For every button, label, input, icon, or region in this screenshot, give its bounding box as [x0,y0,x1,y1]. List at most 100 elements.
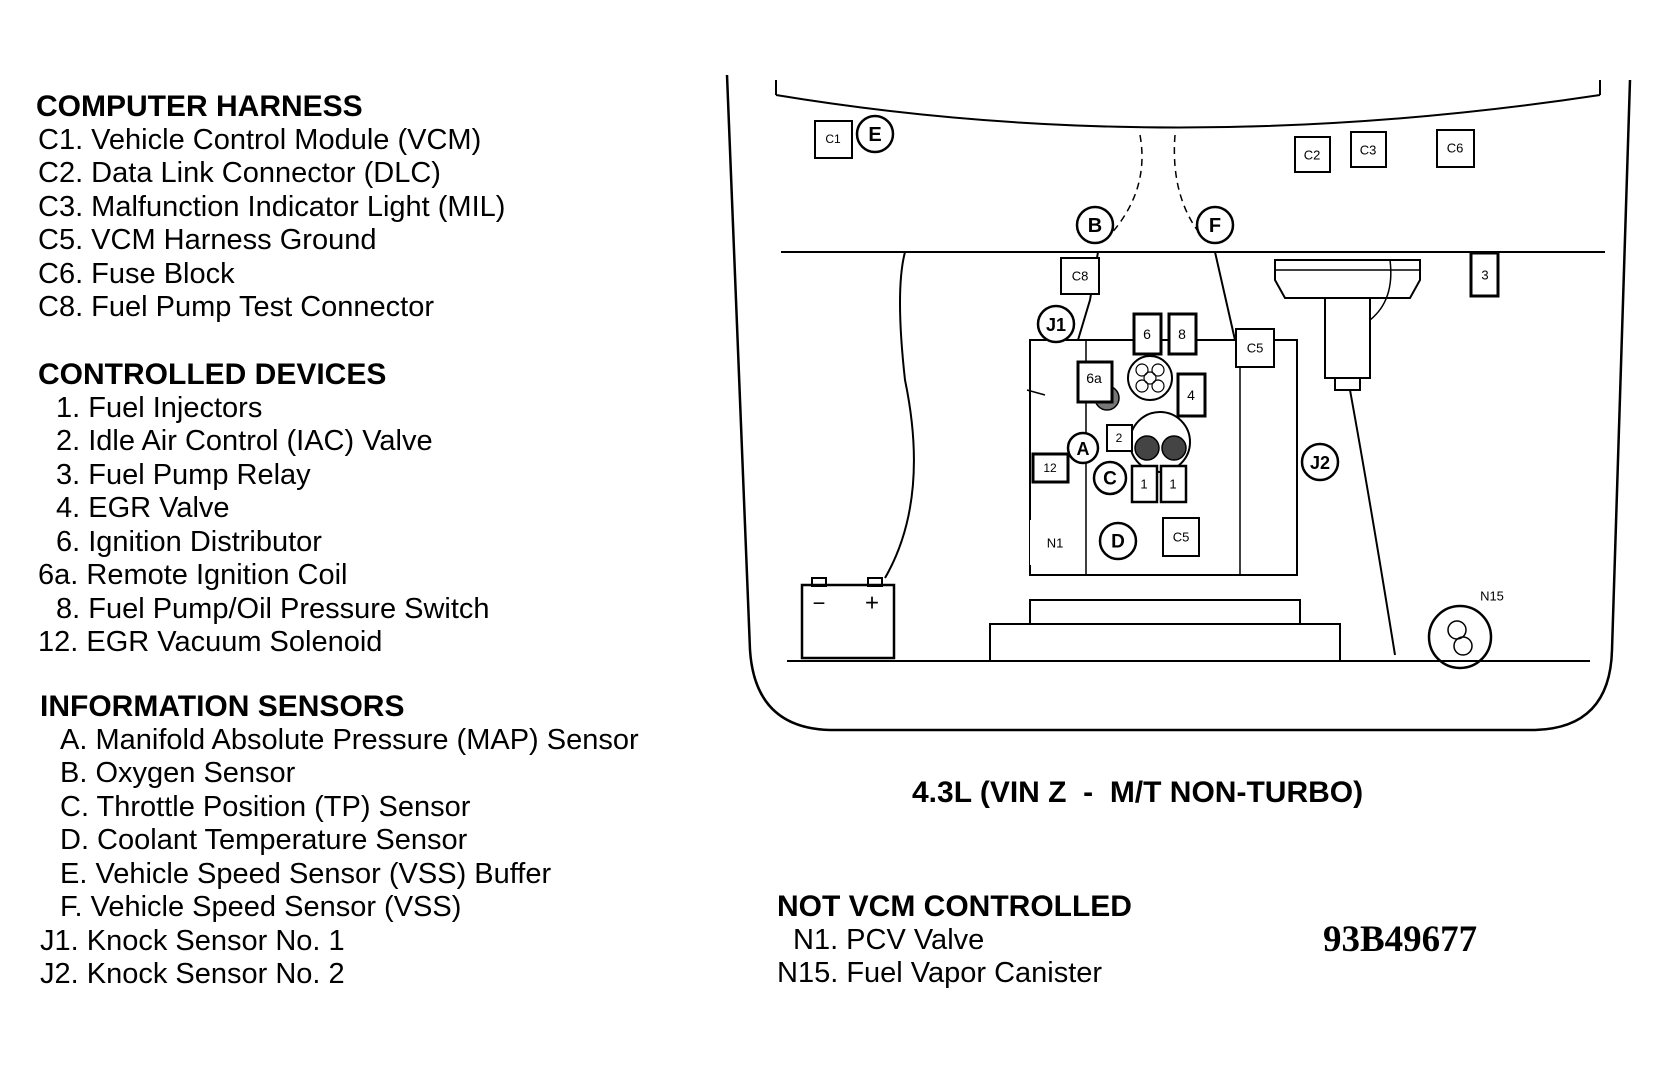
legend-item: 8. Fuel Pump/Oil Pressure Switch [56,592,490,625]
label-3: 3 [1481,268,1488,283]
label-c5-bottom: C5 [1173,530,1190,545]
sensor-b-circle [1075,205,1115,245]
c2-box [1294,136,1331,173]
legend-item: D. Coolant Temperature Sensor [60,824,468,856]
legend-item: C2. Data Link Connector (DLC) [38,157,441,189]
c8-box [1060,257,1100,295]
distributor-cap [1127,355,1173,401]
information-sensors-heading: INFORMATION SENSORS [40,690,405,723]
throttle-bore-right [1161,435,1187,461]
c5-top-box [1235,328,1275,368]
label-d: D [1111,532,1125,553]
label-n1: N1 [1047,536,1064,551]
fuel-pump-wire [1369,259,1392,321]
sensor-j1-circle [1036,304,1076,344]
egr-4-box [1176,372,1207,418]
controlled-devices-legend: CONTROLLED DEVICES 1. Fuel Injectors 2. … [38,358,490,660]
document-id: 93B49677 [1323,919,1478,960]
legend-item: J2. Knock Sensor No. 2 [40,958,345,990]
legend-item: F. Vehicle Speed Sensor (VSS) [60,891,462,923]
sensor-d-circle [1098,521,1138,561]
legend-item: C6. Fuse Block [38,257,235,290]
label-c1: C1 [825,132,841,146]
fuel-line [1349,389,1396,656]
legend-item: 1. Fuel Injectors [56,391,263,424]
controlled-devices-heading: CONTROLLED DEVICES [38,358,387,391]
not-vcm-controlled-heading: NOT VCM CONTROLLED [777,890,1132,923]
legend-item: N15. Fuel Vapor Canister [777,957,1103,989]
iac-2-box [1106,424,1133,452]
legend-item: 6a. Remote Ignition Coil [38,559,348,591]
information-sensors-legend: INFORMATION SENSORS A. Manifold Absolute… [40,690,639,992]
legend-item: 4. EGR Valve [56,492,230,524]
label-1b: 1 [1169,477,1176,492]
label-j2: J2 [1310,453,1330,473]
throttle-bore-left [1134,435,1160,461]
radiator-bottom [989,623,1341,662]
label-c3: C3 [1360,143,1377,158]
label-c6: C6 [1447,141,1464,156]
computer-harness-legend: COMPUTER HARNESS C1. Vehicle Control Mod… [36,90,505,325]
battery-body [800,583,896,660]
not-vcm-controlled-legend: NOT VCM CONTROLLED N1. PCV Valve N15. Fu… [777,890,1132,991]
legend-item: E. Vehicle Speed Sensor (VSS) Buffer [60,857,552,890]
label-2: 2 [1116,431,1123,445]
harness-dashed-left [1109,134,1143,236]
legend-item: N1. PCV Valve [793,923,985,956]
distributor-6-box [1132,312,1163,356]
cowl-curve [775,94,1601,129]
legend-item: C. Throttle Position (TP) Sensor [60,790,471,823]
label-a: A [1077,439,1090,459]
engine-block [1029,339,1298,576]
sensor-c-circle [1092,460,1128,496]
radiator-top [1029,599,1301,625]
legend-item: 3. Fuel Pump Relay [56,458,311,491]
pump-switch-8-box [1167,312,1198,356]
body-outline [725,74,1632,732]
c5-bottom-box [1162,517,1200,557]
n1-box [1030,520,1082,565]
battery-harness [884,251,915,579]
sensor-a-circle [1066,431,1100,465]
label-4: 4 [1187,387,1195,403]
label-b: B [1088,215,1102,237]
sensor-j2-circle [1300,442,1340,482]
sensor-f-circle [1195,205,1235,245]
relay-3-box [1469,251,1500,298]
coil-6a-box [1076,360,1114,404]
legend-item: C5. VCM Harness Ground [38,224,377,256]
label-8: 8 [1178,326,1186,342]
label-c2: C2 [1304,148,1321,163]
label-c5-top: C5 [1247,341,1264,356]
label-6a: 6a [1086,370,1102,386]
legend-item: 2. Idle Air Control (IAC) Valve [56,425,433,457]
harness-f-c5 [1214,251,1236,341]
solenoid-12-box [1031,452,1070,484]
legend-item: C3. Malfunction Indicator Light (MIL) [38,190,506,223]
label-j1: J1 [1046,315,1066,335]
legend-item: 6. Ignition Distributor [56,525,322,558]
label-c: C [1103,469,1117,490]
legend-item: B. Oxygen Sensor [60,757,296,789]
battery-negative: − [813,591,826,616]
sensor-e-circle [855,114,895,154]
vapor-canister [1427,604,1493,670]
label-c8: C8 [1072,269,1089,284]
computer-harness-heading: COMPUTER HARNESS [36,90,363,123]
label-1a: 1 [1140,477,1147,492]
legend-item: 12. EGR Vacuum Solenoid [38,626,383,658]
fuel-pump-top [1274,259,1421,299]
legend-item: J1. Knock Sensor No. 1 [40,924,345,957]
c6-box [1436,129,1475,168]
legend-item: C8. Fuel Pump Test Connector [38,291,434,323]
c1-box [814,120,853,159]
label-12: 12 [1043,461,1057,475]
diagram-caption: 4.3L (VIN Z - M/T NON-TURBO) [912,776,1364,809]
label-e: E [868,124,881,146]
injector-1b-box [1159,464,1188,504]
battery-positive: + [865,590,879,617]
label-n15: N15 [1480,589,1504,604]
label-6: 6 [1143,326,1151,342]
legend-item: C1. Vehicle Control Module (VCM) [38,123,482,156]
